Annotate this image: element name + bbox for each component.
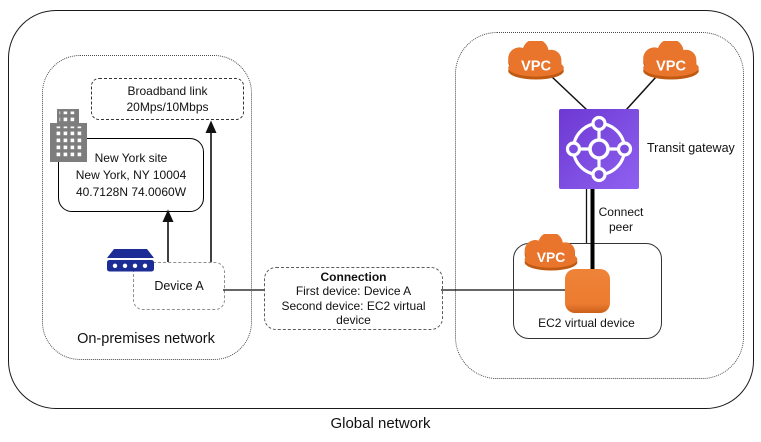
device-a-label: Device A bbox=[154, 279, 204, 293]
vpc-cloud-icon: VPC bbox=[524, 234, 578, 271]
on-premises-label: On-premises network bbox=[77, 331, 215, 347]
device-a-box: Device A bbox=[133, 262, 225, 310]
connection-first-device: First device: Device A bbox=[295, 284, 412, 298]
vpc-cloud-icon: VPC bbox=[508, 41, 564, 80]
ec2-instance-icon bbox=[565, 269, 610, 313]
connect-peer-label: Connect peer bbox=[598, 205, 644, 234]
site-address: New York, NY 10004 bbox=[75, 167, 187, 182]
broadband-link-line2: 20Mps/10Mbps bbox=[126, 100, 209, 114]
vpc-cloud-icon: VPC bbox=[643, 41, 699, 80]
connection-second-device: Second device: EC2 virtual device bbox=[281, 298, 426, 328]
on-premises-container bbox=[42, 55, 252, 360]
office-building-icon bbox=[50, 109, 87, 162]
transit-gateway-icon bbox=[559, 109, 639, 189]
transit-gateway-label: Transit gateway bbox=[647, 141, 735, 155]
router-icon bbox=[107, 249, 154, 272]
broadband-link-line1: Broadband link bbox=[127, 84, 208, 98]
vpc-cloud-label: VPC bbox=[656, 59, 686, 75]
connection-title: Connection bbox=[320, 269, 387, 284]
vpc-cloud-label: VPC bbox=[521, 59, 551, 75]
vpc-cloud-label: VPC bbox=[537, 249, 566, 265]
broadband-link-box: Broadband link 20Mps/10Mbps bbox=[91, 78, 244, 120]
site-name: New York site bbox=[94, 150, 168, 165]
new-york-site-box: New York site New York, NY 10004 40.7128… bbox=[58, 138, 204, 212]
site-coordinates: 40.7128N 74.0060W bbox=[75, 184, 187, 199]
global-network-label: Global network bbox=[330, 415, 431, 432]
ec2-virtual-device-label: EC2 virtual device bbox=[538, 316, 635, 330]
global-network-container bbox=[8, 10, 754, 409]
connection-box: Connection First device: Device A Second… bbox=[264, 267, 443, 330]
aws-region-container bbox=[455, 32, 744, 379]
